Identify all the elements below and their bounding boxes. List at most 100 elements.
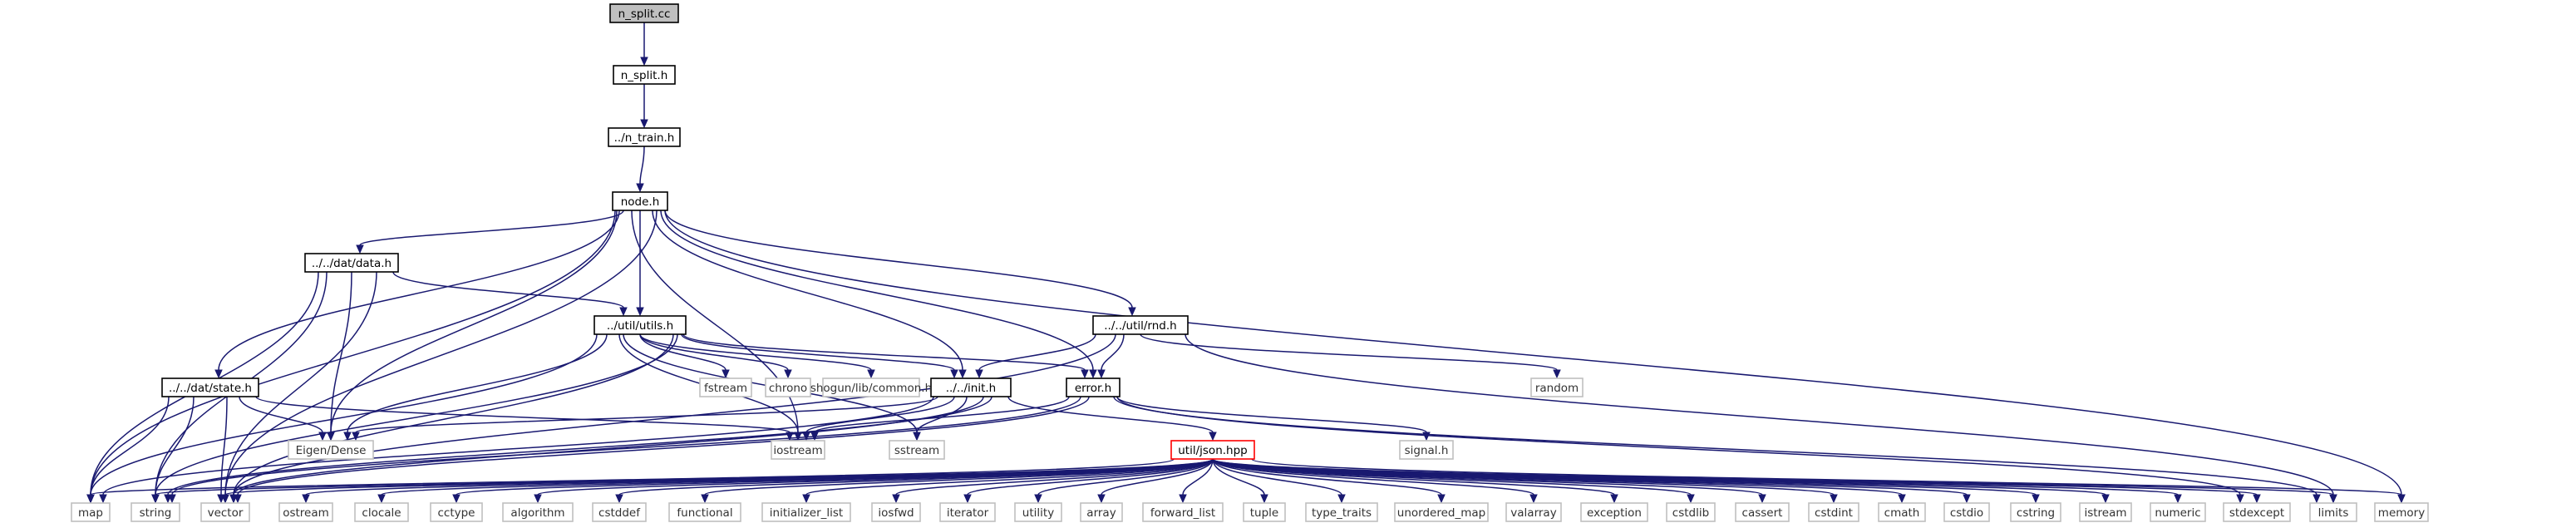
edge-error_h-to-signal xyxy=(1116,396,1431,442)
node-node-h[interactable]: node.h xyxy=(612,191,668,211)
node-error-h[interactable]: error.h xyxy=(1066,377,1121,397)
edge-node_h-to-rnd_h xyxy=(664,210,1136,317)
node-label: random xyxy=(1535,382,1579,395)
node-label: initializer_list xyxy=(770,506,843,520)
edge-utils_h-to-error_h xyxy=(682,333,1089,379)
edge-json_hpp-to-forward_list xyxy=(1179,458,1214,504)
node-signal: signal.h xyxy=(1399,440,1454,460)
node-label: cmath xyxy=(1884,506,1920,520)
node-valarray: valarray xyxy=(1505,502,1562,522)
edge-json_hpp-to-initializer_list xyxy=(802,458,1214,504)
node-cstdio: cstdio xyxy=(1943,502,1990,522)
node-chrono: chrono xyxy=(765,377,811,397)
node-label: iterator xyxy=(947,506,989,520)
graph-nodes: n_split.cc n_split.h ../n_train.h node.h ../… xyxy=(71,3,2429,522)
node-array: array xyxy=(1080,502,1123,522)
node-functional: functional xyxy=(668,502,741,522)
node-label: istream xyxy=(2084,506,2126,520)
node-clocale: clocale xyxy=(354,502,409,522)
edge-n_split_cc-to-n_split_h xyxy=(640,22,648,67)
edge-node_h-to-utils_h xyxy=(636,210,644,317)
edge-json_hpp-to-valarray xyxy=(1212,458,1538,504)
node-random: random xyxy=(1530,377,1584,397)
node-label: ../../dat/state.h xyxy=(169,382,252,395)
node-iosfwd: iosfwd xyxy=(871,502,921,522)
node-label: ../util/utils.h xyxy=(607,319,673,333)
node-label: signal.h xyxy=(1405,444,1449,457)
node-label: shogun/lib/common.h xyxy=(810,382,932,395)
node-label: ../n_train.h xyxy=(614,131,675,145)
edge-data_h-to-eigen xyxy=(327,271,352,442)
node-label: algorithm xyxy=(510,506,564,520)
node-n-train-h[interactable]: ../n_train.h xyxy=(608,127,681,147)
graph-edges xyxy=(86,22,2406,504)
node-label: memory xyxy=(2378,506,2425,520)
node-label: Eigen/Dense xyxy=(296,444,367,457)
edge-node_h-to-state_h xyxy=(214,210,620,379)
node-label: error.h xyxy=(1075,382,1111,395)
node-label: valarray xyxy=(1510,506,1556,520)
edge-json_hpp-to-array xyxy=(1097,458,1214,504)
edge-json_hpp-to-utility xyxy=(1034,458,1214,504)
node-state-h[interactable]: ../../dat/state.h xyxy=(161,377,259,397)
node-label: node.h xyxy=(621,195,660,209)
node-initializer-list: initializer_list xyxy=(761,502,851,522)
node-label: util/json.hpp xyxy=(1178,444,1248,457)
node-forward-list: forward_list xyxy=(1142,502,1224,522)
edge-utils_h-to-fstream xyxy=(639,333,730,379)
node-label: cstring xyxy=(2017,506,2055,520)
node-init-h[interactable]: ../../init.h xyxy=(930,377,1012,397)
node-utils-h[interactable]: ../util/utils.h xyxy=(594,315,687,335)
node-type-traits: type_traits xyxy=(1305,502,1378,522)
node-label: cassert xyxy=(1742,506,1783,520)
edge-init_h-to-eigen xyxy=(352,396,938,442)
node-memory: memory xyxy=(2374,502,2429,522)
node-label: unordered_map xyxy=(1397,506,1485,520)
node-unordered-map: unordered_map xyxy=(1394,502,1489,522)
node-rnd-h[interactable]: ../../util/rnd.h xyxy=(1092,315,1189,335)
node-algorithm: algorithm xyxy=(502,502,574,522)
node-label: stdexcept xyxy=(2229,506,2284,520)
node-sstream: sstream xyxy=(889,440,945,460)
edge-error_h-to-vector xyxy=(234,396,1090,504)
edge-json_hpp-to-memory xyxy=(1251,458,2406,504)
node-label: cstdlib xyxy=(1672,506,1709,520)
node-n-split-cc[interactable]: n_split.cc xyxy=(609,3,679,23)
edge-rnd_h-to-random xyxy=(1140,333,1561,379)
node-string: string xyxy=(131,502,180,522)
node-fstream: fstream xyxy=(699,377,752,397)
node-data-h[interactable]: ../../dat/data.h xyxy=(304,253,399,273)
edge-json_hpp-to-type_traits xyxy=(1212,458,1346,504)
edge-init_h-to-map xyxy=(99,396,934,504)
node-limits: limits xyxy=(2309,502,2357,522)
node-label: sstream xyxy=(894,444,939,457)
node-label: n_split.cc xyxy=(618,7,671,21)
edge-n_split_h-to-n_train_h xyxy=(640,84,648,129)
edge-rnd_h-to-error_h xyxy=(1097,333,1125,379)
edge-json_hpp-to-unordered_map xyxy=(1212,458,1446,504)
node-label: cstdio xyxy=(1950,506,1983,520)
node-label: vector xyxy=(208,506,244,520)
node-n-split-h[interactable]: n_split.h xyxy=(613,65,676,85)
node-label: type_traits xyxy=(1312,506,1372,520)
node-label: numeric xyxy=(2155,506,2200,520)
node-label: cctype xyxy=(437,506,475,520)
node-iostream: iostream xyxy=(771,440,825,460)
edge-utils_h-to-chrono xyxy=(639,333,792,379)
node-cstdlib: cstdlib xyxy=(1666,502,1716,522)
node-label: ostream xyxy=(283,506,329,520)
edge-state_h-to-eigen xyxy=(239,396,327,442)
edge-json_hpp-to-exception xyxy=(1212,458,1618,504)
edge-error_h-to-string xyxy=(168,396,1081,504)
edge-node_h-to-data_h xyxy=(356,210,624,254)
edge-error_h-to-limits xyxy=(1113,396,2321,504)
edge-node_h-to-init_h xyxy=(652,210,967,379)
edge-init_h-to-json_hpp xyxy=(1007,396,1217,442)
node-json-hpp[interactable]: util/json.hpp xyxy=(1170,440,1255,460)
node-label: cstdint xyxy=(1815,506,1853,520)
node-label: iostream xyxy=(773,444,822,457)
node-iterator: iterator xyxy=(939,502,996,522)
node-label: fstream xyxy=(704,382,747,395)
node-label: clocale xyxy=(362,506,401,520)
